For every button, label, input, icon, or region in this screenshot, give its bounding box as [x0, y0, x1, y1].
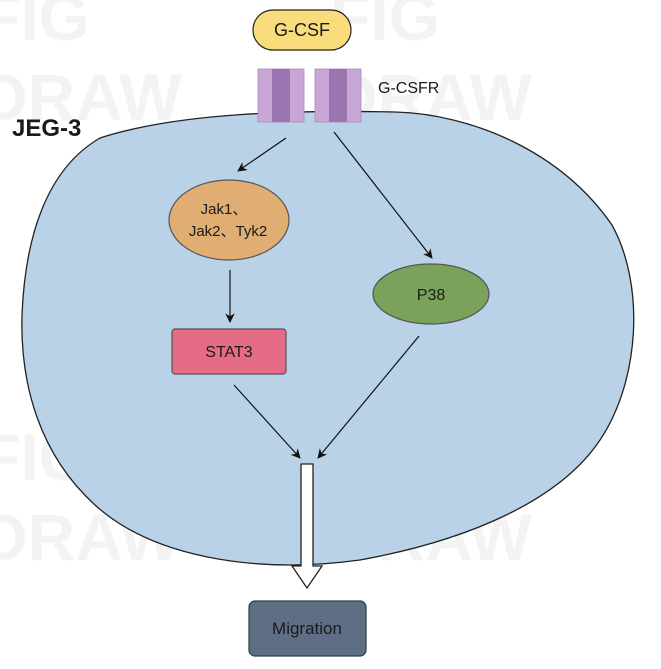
ligand-label: G-CSF [274, 20, 330, 40]
hollow-arrow-to-migration [290, 463, 324, 590]
receptor-channel-left [257, 68, 305, 123]
p38-shape [372, 263, 490, 325]
ligand-shape [252, 9, 352, 51]
jak-label-line1: Jak1、 [201, 201, 248, 218]
receptor-node[interactable]: G-CSFR [257, 68, 439, 123]
arrow-p38-to-migration [317, 335, 420, 459]
p38-label: P38 [417, 287, 446, 304]
arrow-stat3-to-migration [233, 384, 301, 459]
svg-text:DRAW: DRAW [0, 60, 182, 134]
jak-node[interactable]: Jak1、 Jak2、Tyk2 [168, 179, 290, 261]
arrow-receptor-to-jak [237, 137, 287, 172]
receptor-label: G-CSFR [378, 80, 439, 97]
jak-label-line2: Jak2、Tyk2 [189, 223, 267, 240]
ligand-node[interactable]: G-CSF [252, 9, 352, 51]
migration-label: Migration [272, 619, 342, 638]
migration-shape [248, 600, 367, 657]
receptor-channel-right [314, 68, 362, 123]
stat3-label: STAT3 [205, 344, 253, 361]
cell-label: JEG-3 [12, 115, 81, 142]
arrow-receptor-to-p38 [333, 131, 433, 259]
p38-node[interactable]: P38 [372, 263, 490, 325]
svg-text:FIG: FIG [0, 0, 90, 54]
stat3-node[interactable]: STAT3 [171, 328, 287, 375]
migration-node[interactable]: Migration [248, 600, 367, 657]
jak-shape [168, 179, 290, 261]
stat3-shape [171, 328, 287, 375]
cell-membrane [21, 110, 635, 566]
